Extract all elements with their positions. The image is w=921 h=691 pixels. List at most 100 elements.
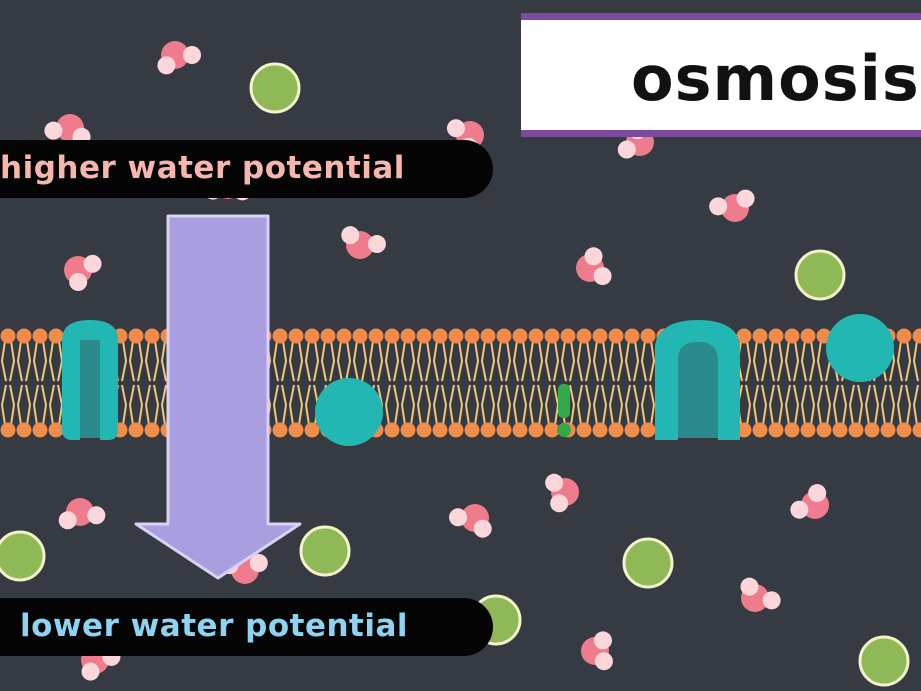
phospholipid-head (496, 422, 512, 438)
phospholipid-head (912, 328, 921, 344)
phospholipid-head (896, 328, 912, 344)
osmosis-arrow (134, 214, 302, 580)
phospholipid-head (16, 422, 32, 438)
channel-protein-right (655, 320, 740, 440)
phospholipid-head (816, 422, 832, 438)
phospholipid-head (384, 328, 400, 344)
phospholipid-head (480, 422, 496, 438)
solute-particle-icon (858, 635, 910, 687)
phospholipid-head (864, 422, 880, 438)
solute-particle-icon (299, 525, 351, 577)
phospholipid-head (608, 422, 624, 438)
phospholipid-head (544, 422, 560, 438)
phospholipid-head (880, 422, 896, 438)
channel-protein-left (62, 320, 118, 440)
phospholipid-head (784, 328, 800, 344)
phospholipid-head (592, 422, 608, 438)
marker-protein (557, 384, 571, 437)
carrier-protein-left (315, 378, 383, 446)
phospholipid-head (304, 422, 320, 438)
lower-potential-text: lower water potential (20, 608, 409, 644)
phospholipid-head (736, 422, 752, 438)
phospholipid-head (768, 422, 784, 438)
phospholipid-head (48, 328, 64, 344)
water-molecule-icon (576, 247, 612, 286)
solute-particle-icon (249, 62, 301, 114)
phospholipid-head (128, 328, 144, 344)
phospholipid-head (272, 328, 288, 344)
phospholipid-head (416, 328, 432, 344)
water-molecule-icon (740, 577, 781, 612)
phospholipid-head (624, 422, 640, 438)
water-molecule-icon (449, 504, 492, 538)
phospholipid-head (400, 422, 416, 438)
water-molecule-icon (58, 498, 106, 530)
phospholipid-tails (0, 340, 919, 426)
phospholipid-head (608, 328, 624, 344)
phospholipid-head (752, 422, 768, 438)
phospholipid-head (0, 422, 16, 438)
phospholipid-head (576, 328, 592, 344)
phospholipid-head (32, 422, 48, 438)
phospholipid-head (912, 422, 921, 438)
title-card: osmosis (521, 13, 921, 137)
phospholipid-head (624, 328, 640, 344)
higher-potential-text: higher water potential (0, 150, 405, 186)
phospholipid-head (320, 328, 336, 344)
phospholipid-head (384, 422, 400, 438)
phospholipid-head (640, 328, 656, 344)
water-molecule-icon (709, 189, 755, 222)
phospholipid-head (528, 422, 544, 438)
phospholipid-head (896, 422, 912, 438)
phospholipid-head (48, 422, 64, 438)
phospholipid-head (592, 328, 608, 344)
lower-potential-label: lower water potential (0, 598, 493, 656)
phospholipid-head (32, 328, 48, 344)
water-molecule-icon (790, 484, 829, 519)
phospholipid-head (464, 328, 480, 344)
phospholipid-head (288, 422, 304, 438)
phospholipid-head (336, 328, 352, 344)
higher-potential-label: higher water potential (0, 140, 493, 198)
phospholipid-head (272, 422, 288, 438)
phospholipid-head (448, 328, 464, 344)
title: osmosis (631, 42, 920, 115)
phospholipid-head (432, 422, 448, 438)
phospholipid-head (496, 328, 512, 344)
phospholipid-head (752, 328, 768, 344)
phospholipid-head (640, 422, 656, 438)
phospholipid-head (144, 328, 160, 344)
phospholipid-head (416, 422, 432, 438)
phospholipid-head (736, 328, 752, 344)
phospholipid-head (512, 422, 528, 438)
phospholipid-head (800, 422, 816, 438)
phospholipid-head (368, 328, 384, 344)
phospholipid-head (288, 328, 304, 344)
water-molecule-icon (545, 473, 579, 513)
phospholipid-head (304, 328, 320, 344)
phospholipid-head (848, 422, 864, 438)
phospholipid-head (448, 422, 464, 438)
water-molecule-icon (157, 41, 201, 75)
phospholipid-head (0, 328, 16, 344)
phospholipid-head (512, 328, 528, 344)
phospholipid-head (464, 422, 480, 438)
solute-particle-icon (794, 249, 846, 301)
phospholipid-head (400, 328, 416, 344)
phospholipid-head (768, 328, 784, 344)
phospholipid-head (784, 422, 800, 438)
water-molecule-icon (341, 226, 386, 259)
water-molecule-icon (64, 254, 102, 291)
phospholipid-head (144, 422, 160, 438)
phospholipid-head (128, 422, 144, 438)
phospholipid-head (576, 422, 592, 438)
phospholipid-head (432, 328, 448, 344)
phospholipid-head (16, 328, 32, 344)
solute-particle-icon (622, 537, 674, 589)
phospholipid-head (544, 328, 560, 344)
water-molecule-icon (581, 631, 613, 671)
phospholipid-head (480, 328, 496, 344)
phospholipid-head (528, 328, 544, 344)
solute-particle-icon (0, 530, 46, 582)
